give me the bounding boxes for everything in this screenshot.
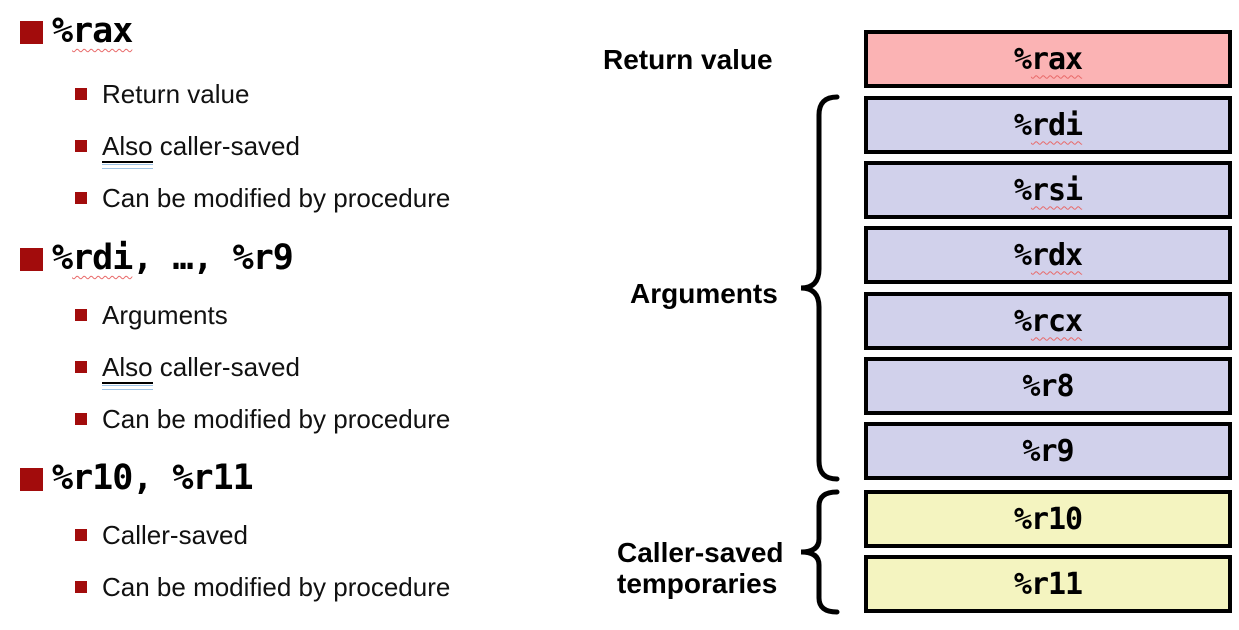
sub-bullet: Also caller-saved [75, 352, 300, 384]
bullet-square-icon [20, 468, 43, 491]
register-box-r8: %r8 [864, 357, 1232, 415]
register-box-label: %r11 [1013, 566, 1083, 602]
arguments-brace-icon [800, 94, 840, 482]
underlined-word: Also [102, 352, 153, 384]
sub-bullet: Arguments [75, 300, 228, 330]
register-sigil: % [52, 11, 73, 51]
sub-bullet-text: Can be modified by procedure [102, 572, 450, 602]
sub-bullet-square-icon [75, 361, 87, 373]
register-name: rsi [1030, 172, 1083, 208]
sub-bullet-square-icon [75, 529, 87, 541]
sub-bullet-square-icon [75, 413, 87, 425]
label-return-value: Return value [603, 44, 773, 75]
register-box-r9: %r9 [864, 422, 1232, 480]
register-name: rax [1030, 41, 1083, 77]
bullet-square-icon [20, 248, 43, 271]
register-name: rdi [1030, 107, 1083, 143]
sub-bullet: Can be modified by procedure [75, 404, 450, 434]
register-box-rcx: %rcx [864, 292, 1232, 350]
register-box-label: %r8 [1022, 368, 1074, 404]
sub-bullet-text: Can be modified by procedure [102, 183, 450, 213]
register-name: rdx [1030, 237, 1083, 273]
sub-bullet-text: Return value [102, 79, 249, 109]
sub-bullet-text: Arguments [102, 300, 228, 330]
sub-bullet-text: Also caller-saved [102, 352, 300, 384]
sub-bullet-text: Also caller-saved [102, 131, 300, 163]
bullet-heading-r10-r11: %r10, %r11 [52, 455, 254, 501]
register-box-rdi: %rdi [864, 96, 1232, 154]
register-box-rax: %rax [864, 30, 1232, 88]
bullet-item-rdi-r9: %rdi, …, %r9 [20, 235, 294, 281]
register-box-label: %rsi [1013, 172, 1083, 208]
sub-bullet-label: Return value [102, 79, 250, 109]
register-sigil: % [1022, 368, 1040, 404]
register-box-r10: %r10 [864, 490, 1232, 548]
register-box-label: %r10 [1013, 501, 1083, 537]
sub-bullet-label: Can be modified by procedure [102, 183, 451, 213]
caller-saved-brace-icon [800, 489, 840, 615]
label-caller-saved-line2: temporaries [617, 568, 778, 599]
register-name: rax [72, 11, 133, 51]
register-box-label: %rcx [1013, 303, 1083, 339]
bullet-item-rax: %rax [20, 8, 133, 54]
register-name: r11 [1030, 566, 1083, 602]
register-box-label: %rax [1013, 41, 1083, 77]
register-sigil: % [1013, 501, 1032, 537]
sub-bullet: Can be modified by procedure [75, 572, 450, 602]
sub-bullet-square-icon [75, 581, 87, 593]
register-box-label: %rdx [1013, 237, 1083, 273]
bullet-square-icon [20, 21, 43, 44]
register-name: r9 [1039, 433, 1074, 469]
label-arguments: Arguments [630, 278, 778, 309]
sub-bullet: Also caller-saved [75, 131, 300, 163]
bullet-heading-rdi-r9: %rdi, …, %r9 [52, 235, 294, 281]
heading-rest: , …, %r9 [132, 238, 294, 278]
register-box-rdx: %rdx [864, 226, 1232, 284]
sub-bullet-label: caller-saved [152, 131, 300, 161]
sub-bullet-square-icon [75, 192, 87, 204]
sub-bullet-text: Caller-saved [102, 520, 248, 550]
register-box-r11: %r11 [864, 555, 1232, 613]
sub-bullet: Caller-saved [75, 520, 248, 550]
register-name: r8 [1039, 368, 1074, 404]
label-caller-saved-line1: Caller-saved [617, 537, 784, 568]
register-sigil: % [1013, 107, 1032, 143]
sub-bullet: Can be modified by procedure [75, 183, 450, 213]
sub-bullet-label: Caller-saved [102, 520, 248, 550]
register-box-rsi: %rsi [864, 161, 1232, 219]
register-sigil: % [1013, 172, 1032, 208]
register-name: rdi [72, 238, 133, 278]
sub-bullet-square-icon [75, 140, 87, 152]
register-sigil: % [1013, 566, 1032, 602]
register-box-label: %rdi [1013, 107, 1083, 143]
register-box-label: %r9 [1022, 433, 1074, 469]
sub-bullet-square-icon [75, 309, 87, 321]
sub-bullet-square-icon [75, 88, 87, 100]
bullet-item-r10-r11: %r10, %r11 [20, 455, 254, 501]
sub-bullet: Return value [75, 79, 249, 109]
register-name: r10 [1030, 501, 1083, 537]
heading-rest: %r10, %r11 [52, 458, 254, 498]
sub-bullet-label: Can be modified by procedure [102, 572, 451, 602]
register-sigil: % [1013, 303, 1032, 339]
sub-bullet-label: caller-saved [152, 352, 300, 382]
register-sigil: % [1022, 433, 1040, 469]
underlined-word: Also [102, 131, 153, 163]
register-sigil: % [52, 238, 73, 278]
label-caller-saved-temporaries: Caller-saved temporaries [617, 537, 784, 599]
sub-bullet-label: Arguments [102, 300, 228, 330]
sub-bullet-label: Can be modified by procedure [102, 404, 451, 434]
bullet-heading-rax: %rax [52, 8, 133, 54]
register-sigil: % [1013, 41, 1032, 77]
register-sigil: % [1013, 237, 1032, 273]
register-name: rcx [1030, 303, 1083, 339]
sub-bullet-text: Can be modified by procedure [102, 404, 450, 434]
